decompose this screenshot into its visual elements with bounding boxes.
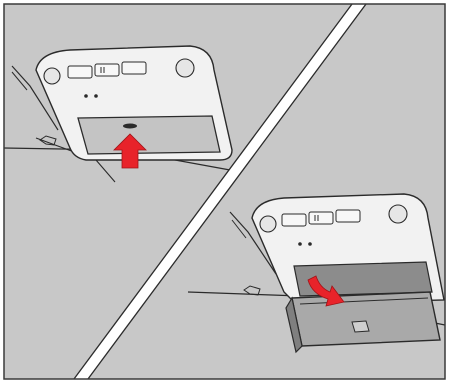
switch-button [336,210,360,222]
sunglass-holder-lid-open [292,292,440,346]
mic-dot [298,242,302,246]
lamp-right [389,205,407,223]
switch-button [309,212,333,224]
switch-button [122,62,146,74]
mic-dot [308,242,312,246]
lamp-left [44,68,60,84]
lid-notch [123,124,137,129]
mic-dot [94,94,98,98]
sunglass-holder-lid-closed [78,116,220,154]
mic-dot [84,94,88,98]
lamp-left [260,216,276,232]
switch-button [282,214,306,226]
switch-button [68,66,92,78]
holder-latch [352,321,369,332]
lamp-right [176,59,194,77]
switch-button [95,64,119,76]
